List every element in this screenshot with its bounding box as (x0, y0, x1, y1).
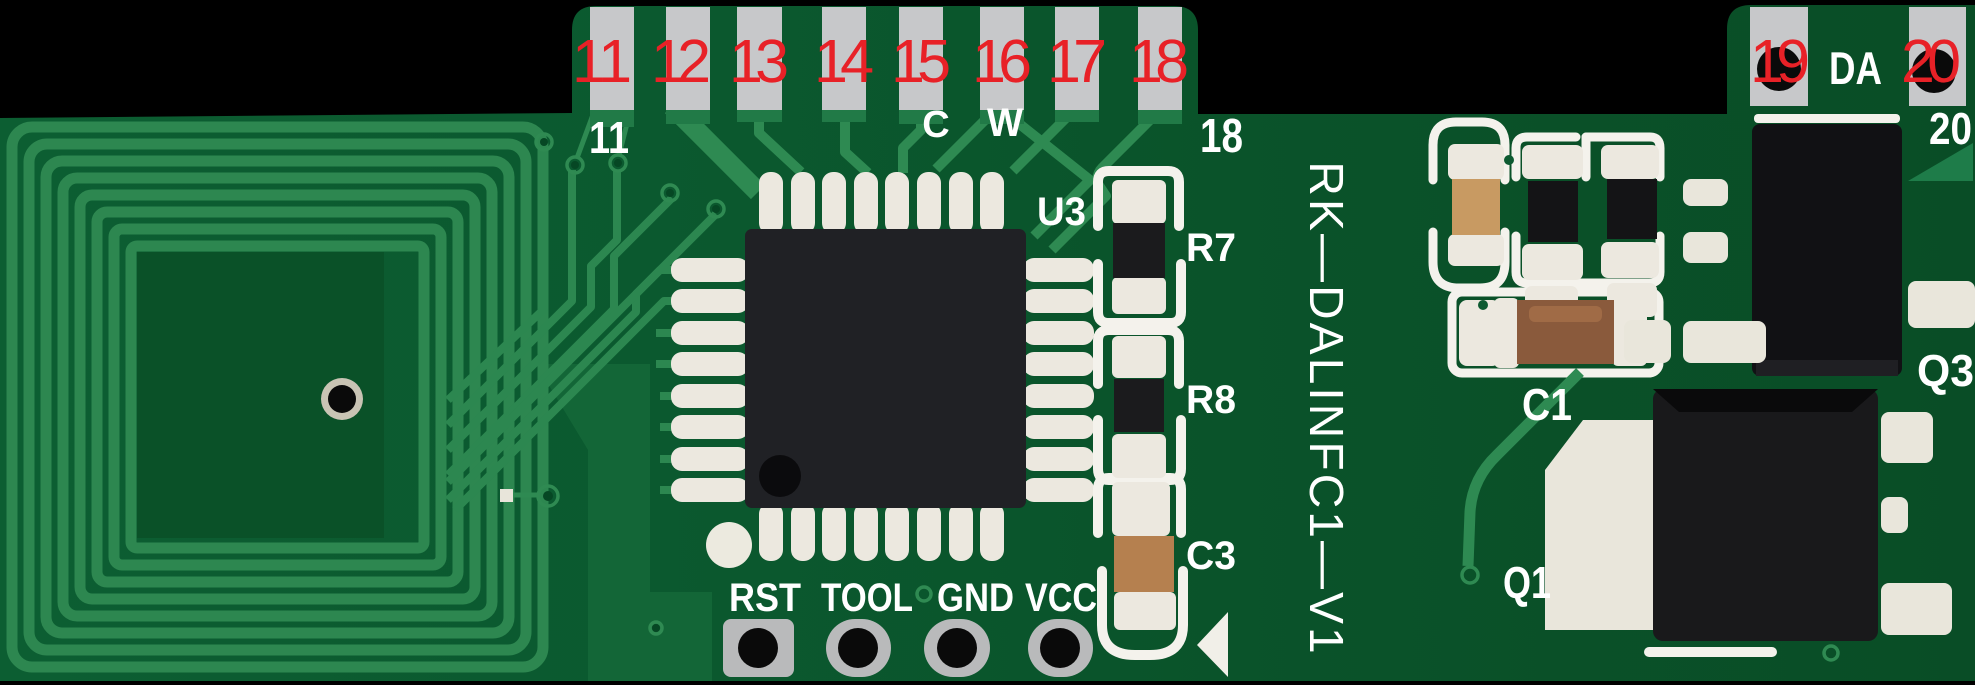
svg-text:Q3: Q3 (1917, 345, 1974, 396)
svg-text:W: W (987, 101, 1023, 145)
svg-text:C: C (922, 104, 949, 146)
svg-text:TOOL: TOOL (821, 576, 913, 620)
svg-text:GND: GND (937, 576, 1014, 620)
svg-text:C1: C1 (1522, 379, 1572, 430)
svg-text:C3: C3 (1186, 534, 1236, 578)
svg-text:DA: DA (1829, 42, 1882, 94)
svg-text:VCC: VCC (1025, 576, 1097, 620)
svg-text:Q1: Q1 (1503, 557, 1551, 608)
svg-text:14: 14 (814, 27, 874, 95)
svg-text:RK—DALINFC1—V1: RK—DALINFC1—V1 (1299, 161, 1352, 656)
svg-text:15: 15 (891, 27, 951, 95)
svg-text:R8: R8 (1186, 378, 1236, 422)
svg-text:17: 17 (1047, 27, 1107, 95)
svg-text:19: 19 (1750, 27, 1810, 95)
svg-text:20: 20 (1929, 103, 1972, 154)
svg-text:16: 16 (972, 27, 1032, 95)
svg-text:18: 18 (1129, 27, 1189, 95)
svg-text:12: 12 (651, 27, 711, 95)
svg-text:11: 11 (589, 112, 629, 163)
svg-text:13: 13 (729, 27, 789, 95)
svg-text:18: 18 (1200, 110, 1243, 163)
svg-text:RST: RST (729, 576, 801, 620)
svg-text:20: 20 (1901, 27, 1961, 95)
svg-text:R7: R7 (1186, 226, 1236, 270)
svg-text:11: 11 (572, 27, 632, 95)
svg-text:U3: U3 (1037, 190, 1086, 234)
